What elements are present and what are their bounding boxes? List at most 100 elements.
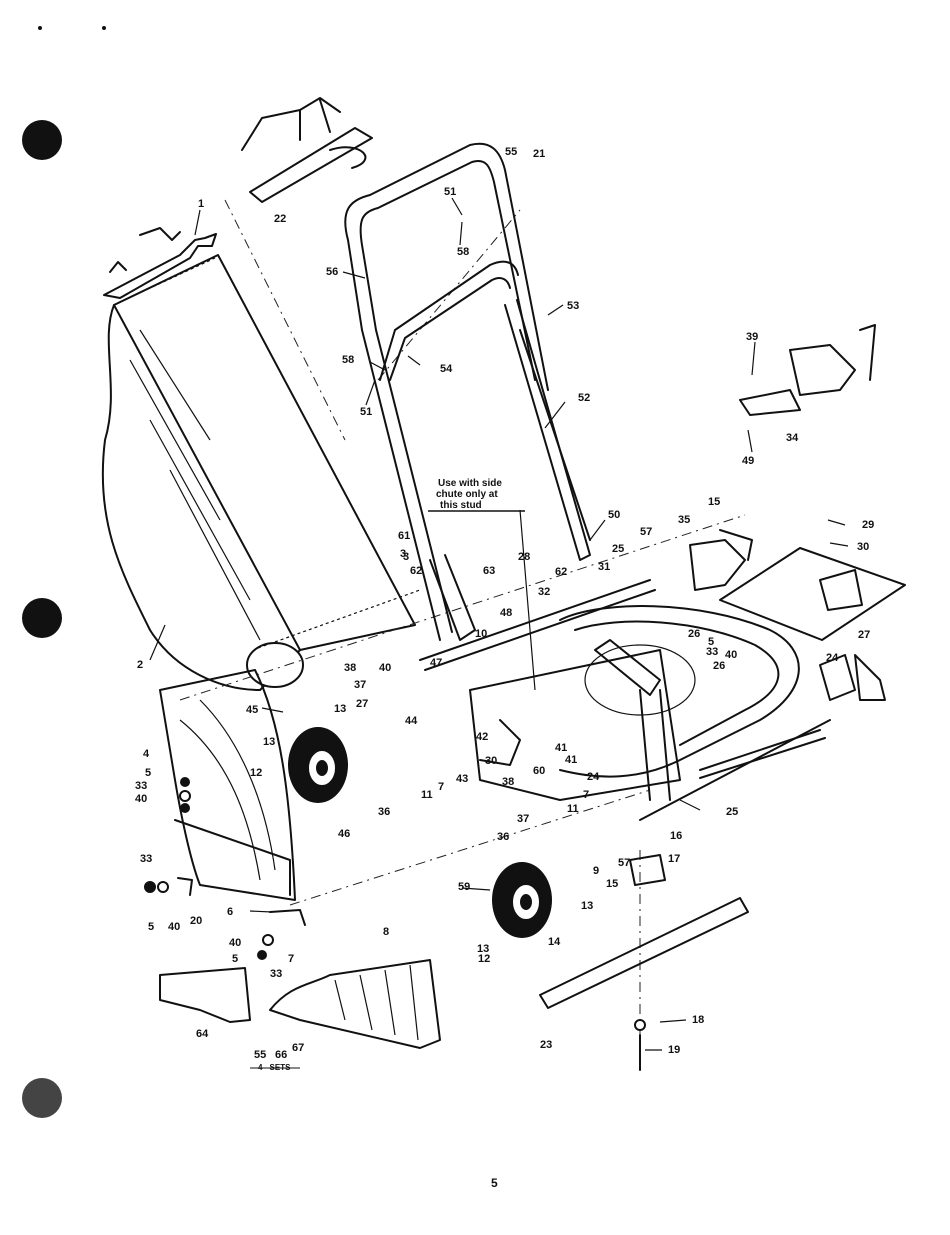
callout: 24 bbox=[826, 652, 839, 664]
callout: 49 bbox=[742, 455, 754, 467]
callout: 11 bbox=[567, 803, 579, 815]
spindle-part-17 bbox=[629, 854, 666, 886]
sets-note: 4 - SETS bbox=[258, 1063, 291, 1072]
callout: 40 bbox=[168, 921, 180, 933]
callout: 17 bbox=[668, 853, 680, 865]
callout: 13 bbox=[263, 736, 275, 748]
callout: 10 bbox=[475, 628, 487, 640]
callout: 59 bbox=[458, 881, 470, 893]
callout: 26 bbox=[713, 660, 725, 672]
callout: 43 bbox=[456, 773, 468, 785]
punch-hole-bottom bbox=[22, 1078, 62, 1118]
bag-top-frame-part-22 bbox=[241, 97, 373, 203]
callout: 42 bbox=[476, 731, 488, 743]
callout: 31 bbox=[598, 561, 610, 573]
callout: 33 bbox=[706, 646, 718, 658]
lower-handle-part-52 bbox=[429, 299, 591, 641]
callout: 3 bbox=[400, 548, 406, 560]
deflector-part-64 bbox=[159, 967, 251, 1023]
callout: 16 bbox=[670, 830, 682, 842]
callout: 66 bbox=[275, 1049, 287, 1061]
mower-deck bbox=[469, 605, 826, 801]
front-wheel-part-14 bbox=[492, 862, 552, 938]
callout: 20 bbox=[190, 915, 202, 927]
callout: 13 bbox=[477, 943, 489, 955]
callout: 15 bbox=[708, 496, 720, 508]
callout: 41 bbox=[565, 754, 577, 766]
callout: 40 bbox=[229, 937, 241, 949]
punch-hole-top bbox=[22, 120, 62, 160]
callout: 15 bbox=[606, 878, 618, 890]
callout: 51 bbox=[360, 406, 372, 418]
callout: 3 bbox=[403, 551, 409, 563]
callout: 19 bbox=[668, 1044, 680, 1056]
callout: 29 bbox=[862, 519, 874, 531]
callout: 27 bbox=[356, 698, 368, 710]
callout: 58 bbox=[342, 354, 354, 366]
callout: 7 bbox=[288, 953, 294, 965]
callout: 5 bbox=[145, 767, 151, 779]
deflector-part-8 bbox=[269, 959, 441, 1049]
callout: 1 bbox=[198, 198, 204, 210]
adjuster-part-34 bbox=[789, 344, 856, 396]
callout: 62 bbox=[555, 566, 567, 578]
callout: 25 bbox=[612, 543, 624, 555]
callout: 5 bbox=[708, 636, 714, 648]
bracket-part-35 bbox=[689, 539, 746, 591]
bag-frame-part-1 bbox=[103, 227, 217, 299]
callout-numbers: 1 2 3 4 5 33 40 33 5 40 20 6 40 5 33 7 6… bbox=[135, 146, 874, 1061]
callout: 40 bbox=[135, 793, 147, 805]
callout: 36 bbox=[378, 806, 390, 818]
callout: 45 bbox=[246, 704, 258, 716]
callout: 7 bbox=[583, 789, 589, 801]
callout: 11 bbox=[421, 789, 433, 801]
callout: 58 bbox=[457, 246, 469, 258]
callout: 33 bbox=[135, 780, 147, 792]
callout: 50 bbox=[608, 509, 620, 521]
callout: 63 bbox=[483, 565, 495, 577]
callout: 35 bbox=[678, 514, 690, 526]
callout: 18 bbox=[692, 1014, 704, 1026]
callout: 55 bbox=[505, 146, 517, 158]
callout: 5 bbox=[232, 953, 238, 965]
callout: 37 bbox=[517, 813, 529, 825]
callout: 26 bbox=[688, 628, 700, 640]
callout: 9 bbox=[593, 865, 599, 877]
note-line-2: chute only at bbox=[436, 489, 498, 500]
callout: 57 bbox=[640, 526, 652, 538]
callout: 39 bbox=[746, 331, 758, 343]
callout: 52 bbox=[578, 392, 590, 404]
callout: 67 bbox=[292, 1042, 304, 1054]
callout: 24 bbox=[587, 771, 600, 783]
callout: 32 bbox=[538, 586, 550, 598]
bracket-part-27-right bbox=[854, 654, 886, 701]
callout: 34 bbox=[786, 432, 799, 444]
page-number: 5 bbox=[491, 1176, 498, 1190]
blade-part-23 bbox=[539, 897, 749, 1009]
callout: 38 bbox=[502, 776, 514, 788]
axle-rod-part-25 bbox=[419, 579, 651, 661]
callout: 53 bbox=[567, 300, 579, 312]
note-line-3: this stud bbox=[440, 500, 482, 511]
callout: 61 bbox=[398, 530, 410, 542]
callout: 46 bbox=[338, 828, 350, 840]
callout: 54 bbox=[440, 363, 453, 375]
callout: 51 bbox=[444, 186, 456, 198]
callout: 47 bbox=[430, 657, 442, 669]
callout: 22 bbox=[274, 213, 286, 225]
callout: 14 bbox=[548, 936, 561, 948]
callout: 40 bbox=[725, 649, 737, 661]
callout: 44 bbox=[405, 715, 418, 727]
callout: 27 bbox=[858, 629, 870, 641]
side-chute-part-4 bbox=[159, 669, 296, 901]
callout: 30 bbox=[857, 541, 869, 553]
callout: 7 bbox=[438, 781, 444, 793]
callout: 55 bbox=[254, 1049, 266, 1061]
callout: 33 bbox=[140, 853, 152, 865]
callout: 13 bbox=[581, 900, 593, 912]
callout: 13 bbox=[334, 703, 346, 715]
callout: 62 bbox=[410, 565, 422, 577]
callout: 2 bbox=[137, 659, 143, 671]
callout: 40 bbox=[379, 662, 391, 674]
callout: 38 bbox=[344, 662, 356, 674]
